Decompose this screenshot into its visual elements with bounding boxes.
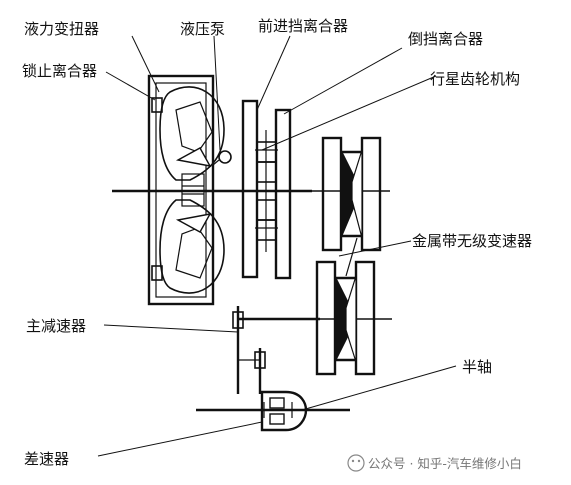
label-reverse-clutch: 倒挡离合器 [408, 30, 483, 48]
hydraulic-pump-symbol [218, 150, 232, 164]
wechat-icon-eye-left [351, 459, 355, 463]
label-half-shaft: 半轴 [462, 358, 492, 376]
primary-pulley [290, 136, 390, 252]
wechat-icon [347, 454, 365, 472]
label-metal-belt-cvt: 金属带无级变速器 [412, 232, 532, 250]
leader-lines [97, 35, 457, 457]
secondary-pulley [310, 260, 392, 376]
label-hydraulic-pump: 液压泵 [180, 20, 225, 38]
label-planetary-gear: 行星齿轮机构 [430, 70, 520, 88]
watermark-text: 公众号 · 知乎-汽车维修小白 [368, 456, 522, 471]
differential [196, 390, 350, 432]
reverse-clutch-drum [274, 108, 292, 280]
label-forward-clutch: 前进挡离合器 [258, 17, 348, 35]
torque-converter [147, 74, 225, 306]
metal-belt [345, 237, 358, 277]
planetary-gear-set [241, 99, 292, 280]
final-drive [232, 306, 320, 394]
watermark: 公众号 · 知乎-汽车维修小白 [347, 454, 522, 472]
label-lockup-clutch: 锁止离合器 [22, 62, 97, 80]
label-torque-converter: 液力变扭器 [24, 20, 99, 38]
wechat-icon-eye-right [357, 459, 361, 463]
label-final-drive: 主减速器 [26, 317, 86, 335]
lockup-clutch-plate-top [151, 97, 163, 113]
forward-clutch-drum [241, 99, 259, 279]
label-differential: 差速器 [24, 450, 69, 468]
